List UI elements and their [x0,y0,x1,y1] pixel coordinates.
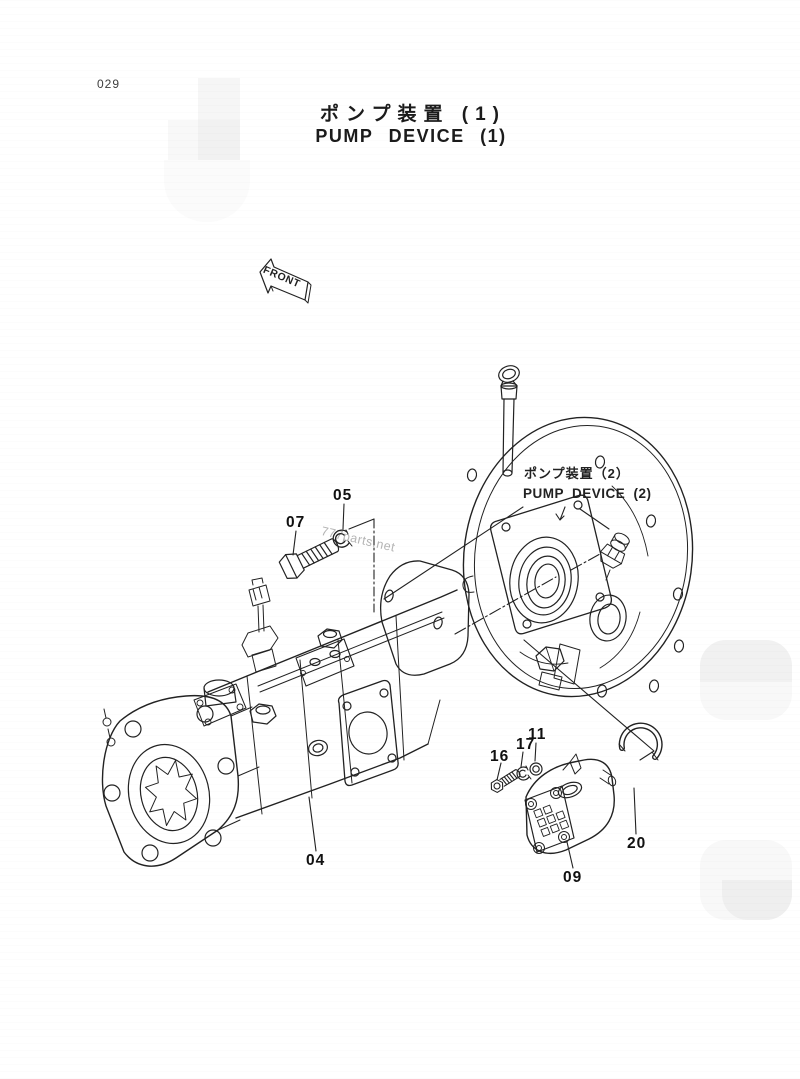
assembly-label-english: PUMP DEVICE (2) [523,486,652,501]
callout-05: 05 [333,487,353,504]
front-arrow-icon [260,259,311,303]
page-number: 029 [97,77,121,91]
snap-ring-20-drawing [619,726,660,760]
callout-07: 07 [286,514,306,531]
main-pump-drawing [102,561,469,866]
scan-artifact-blob [198,78,240,120]
scan-artifact-blob [700,640,792,682]
page-title-english: PUMP DEVICE (1) [315,126,507,146]
snap-ring-17-drawing [517,766,531,780]
callout-16: 16 [490,748,510,765]
leader-lines [293,504,654,868]
breather-plug-drawing [597,529,635,571]
o-ring-11-drawing [530,763,542,775]
assembly-label-japanese: ポンプ装置（2） [524,466,630,481]
snap-ring-05-drawing [333,530,352,547]
sensor-drawing [242,578,278,672]
scan-artifact-blob [722,880,792,920]
callout-11: 11 [528,726,547,743]
scan-artifact-blob [198,120,240,160]
page-title-japanese: ポンプ装置 (1) [320,104,506,125]
callout-09: 09 [563,869,583,886]
callout-20: 20 [627,835,647,852]
scan-artifact-blob [168,120,198,160]
mount-plate-drawing [446,402,711,711]
bolt-07-drawing [278,532,343,582]
callout-17: 17 [516,736,536,753]
gear-pump-drawing [525,754,617,854]
callout-04: 04 [306,852,326,869]
dipstick-drawing [497,363,522,476]
